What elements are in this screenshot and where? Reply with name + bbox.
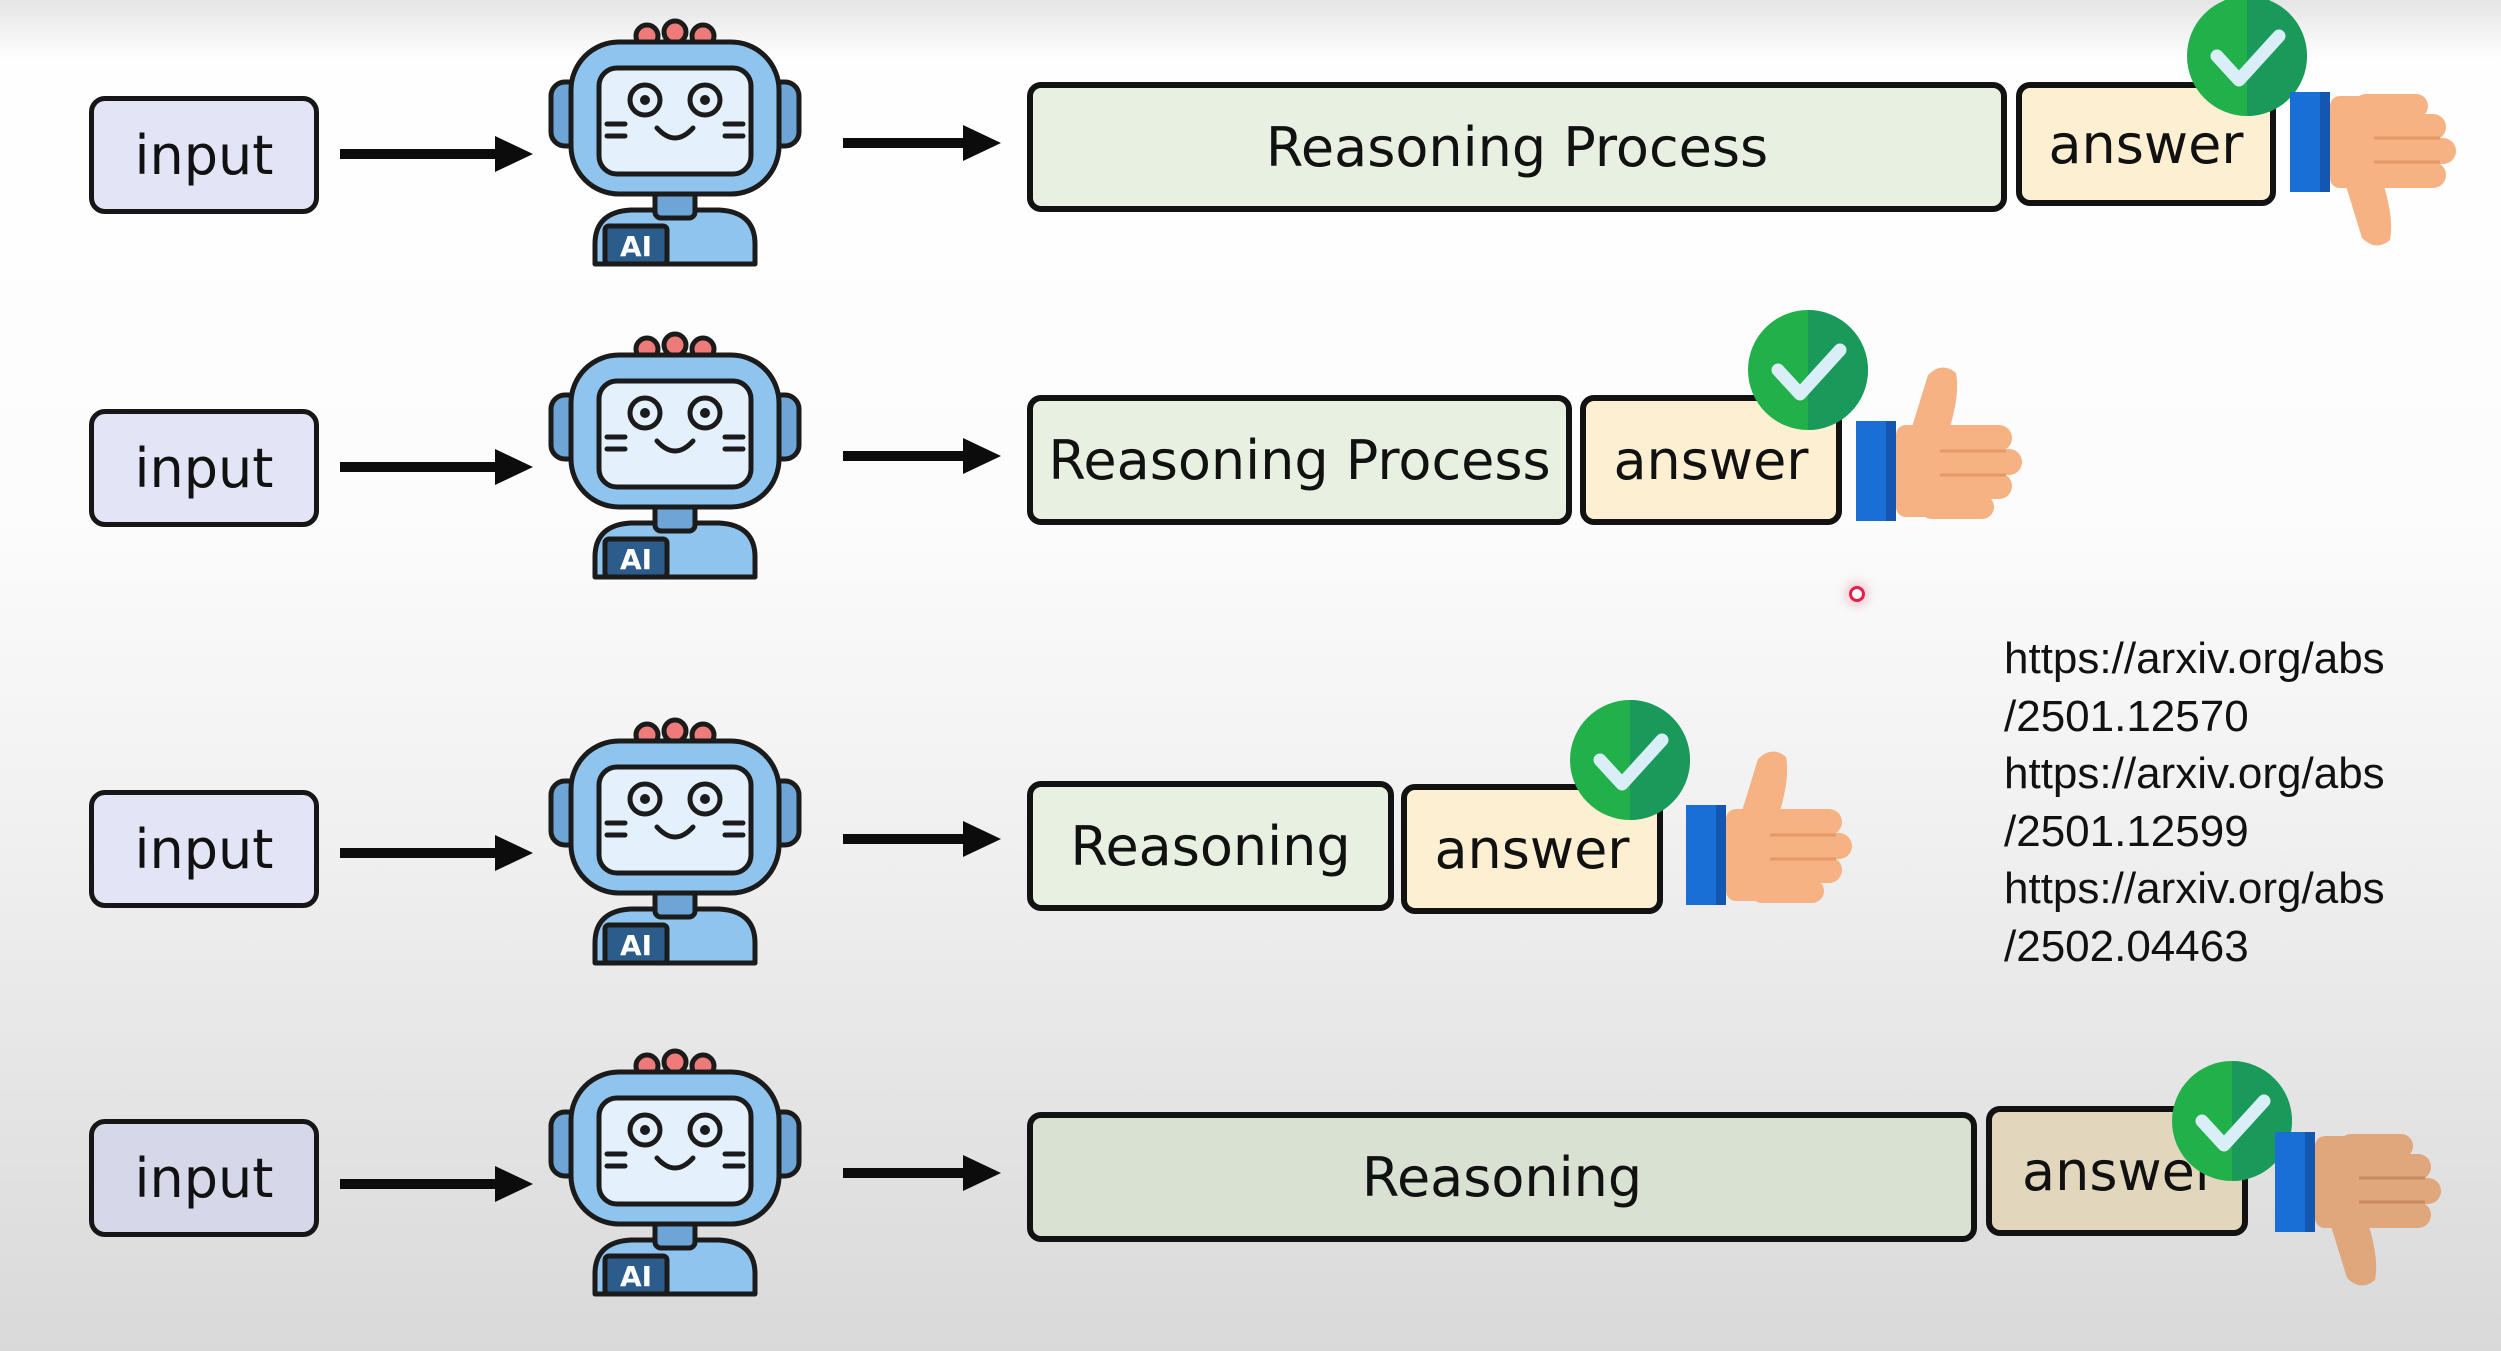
input-box: input — [89, 409, 319, 527]
check-circle-icon — [1748, 310, 1868, 430]
check-circle-icon — [1570, 700, 1690, 820]
robot-ai-icon: AI — [545, 325, 805, 585]
reasoning-box: Reasoning — [1027, 781, 1394, 911]
reference-line: /2501.12599 — [2004, 806, 2249, 856]
reasoning-box: Reasoning — [1027, 1112, 1977, 1242]
ai-badge-text: AI — [620, 543, 652, 576]
reference-line: https://arxiv.org/abs — [2004, 634, 2385, 683]
reference-line: https://arxiv.org/abs — [2004, 864, 2385, 913]
arrow-input-to-model — [340, 136, 533, 172]
input-box: input — [89, 96, 319, 214]
thumbs-up-icon — [1856, 367, 2022, 521]
arrow-model-to-output — [843, 1155, 1003, 1191]
robot-ai-icon: AI — [545, 12, 805, 272]
check-circle-icon — [2187, 0, 2307, 116]
arrow-model-to-output — [843, 821, 1003, 857]
pipeline-row-4: input AI Reasoning answer — [0, 1030, 2501, 1330]
robot-ai-icon: AI — [545, 1042, 805, 1302]
pipeline-row-1: input AI Reasoning Process answer — [0, 0, 2501, 300]
reference-links: https://arxiv.org/abs /2501.12570 https:… — [2004, 630, 2484, 975]
ai-badge-text: AI — [620, 230, 652, 263]
arrow-model-to-output — [843, 438, 1003, 474]
top-shade — [0, 0, 2501, 60]
ai-badge-text: AI — [620, 929, 652, 962]
input-box: input — [89, 790, 319, 908]
arrow-input-to-model — [340, 1166, 533, 1202]
cursor-dot-icon — [1849, 586, 1865, 602]
pipeline-row-2: input AI Reasoning Process answer — [0, 310, 2501, 613]
pipeline-row-3: input AI Reasoning answer — [0, 699, 2501, 999]
arrow-input-to-model — [340, 449, 533, 485]
arrow-input-to-model — [340, 835, 533, 871]
reference-line: https://arxiv.org/abs — [2004, 749, 2385, 798]
reasoning-box: Reasoning Process — [1027, 395, 1572, 525]
reference-line: /2502.04463 — [2004, 921, 2249, 971]
answer-box: answer — [1401, 784, 1663, 914]
thumbs-up-icon — [1686, 751, 1852, 905]
reference-line: /2501.12570 — [2004, 691, 2249, 741]
arrow-model-to-output — [843, 125, 1003, 161]
robot-ai-icon: AI — [545, 711, 805, 971]
thumbs-down-icon — [2275, 1132, 2441, 1286]
reasoning-box: Reasoning Process — [1027, 82, 2007, 212]
thumbs-down-icon — [2290, 92, 2456, 246]
ai-badge-text: AI — [620, 1260, 652, 1293]
input-box: input — [89, 1119, 319, 1237]
